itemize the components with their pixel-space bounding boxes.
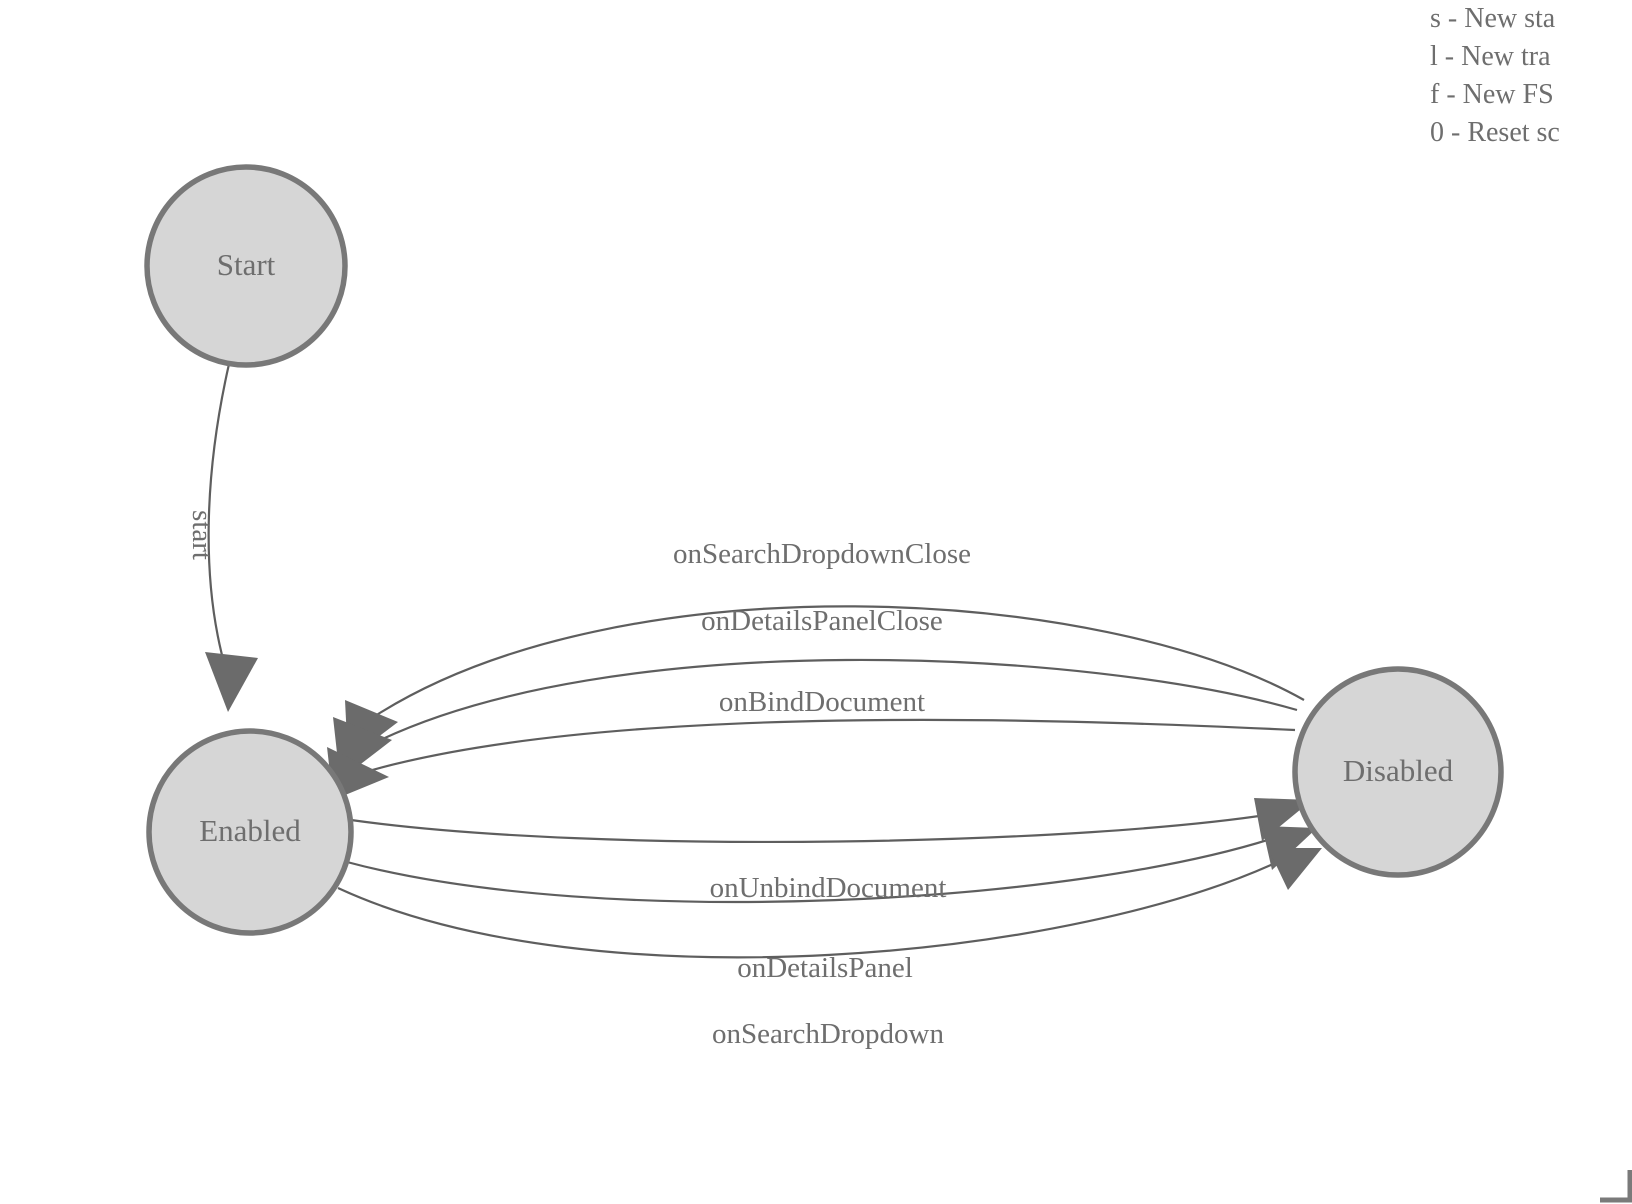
arrowhead-start bbox=[205, 652, 258, 712]
node-enabled-label: Enabled bbox=[199, 813, 301, 848]
edge-group-enabled-to-disabled bbox=[337, 810, 1291, 959]
node-start-circle[interactable] bbox=[144, 164, 348, 368]
edge-label-on-bind-document: onBindDocument bbox=[719, 686, 925, 718]
edge-label-on-details-panel-close: onDetailsPanelClose bbox=[701, 605, 943, 637]
node-disabled[interactable]: Disabled bbox=[1292, 666, 1504, 878]
edge-path-on-search-dropdown-close[interactable] bbox=[374, 605, 1305, 717]
edge-label-on-unbind-document: onUnbindDocument bbox=[710, 872, 947, 904]
node-disabled-label: Disabled bbox=[1343, 753, 1454, 788]
arrowheads-into-disabled bbox=[1254, 798, 1322, 890]
node-disabled-circle[interactable] bbox=[1292, 666, 1504, 878]
edge-label-on-search-dropdown: onSearchDropdown bbox=[712, 1018, 944, 1050]
arrowhead-on-search-dropdown bbox=[1268, 848, 1322, 890]
node-start[interactable]: Start bbox=[144, 164, 348, 368]
node-start-label: Start bbox=[217, 247, 276, 282]
resize-corner-handle[interactable] bbox=[1600, 1170, 1632, 1203]
edge-label-on-search-dropdown-close: onSearchDropdownClose bbox=[673, 538, 971, 570]
edge-group-disabled-to-enabled bbox=[354, 605, 1305, 777]
edge-path-on-unbind-document[interactable] bbox=[350, 810, 1286, 844]
edge-path-on-bind-document[interactable] bbox=[354, 718, 1296, 777]
node-enabled-circle[interactable] bbox=[146, 728, 354, 936]
edge-label-on-details-panel: onDetailsPanel bbox=[737, 952, 913, 984]
edge-path-start[interactable] bbox=[207, 363, 231, 671]
edge-path-on-details-panel-close[interactable] bbox=[369, 658, 1298, 746]
edge-label-start: start bbox=[186, 510, 218, 560]
edge-path-on-details-panel[interactable] bbox=[346, 832, 1287, 904]
edge-path-on-search-dropdown[interactable] bbox=[337, 855, 1291, 959]
node-enabled[interactable]: Enabled bbox=[146, 728, 354, 936]
